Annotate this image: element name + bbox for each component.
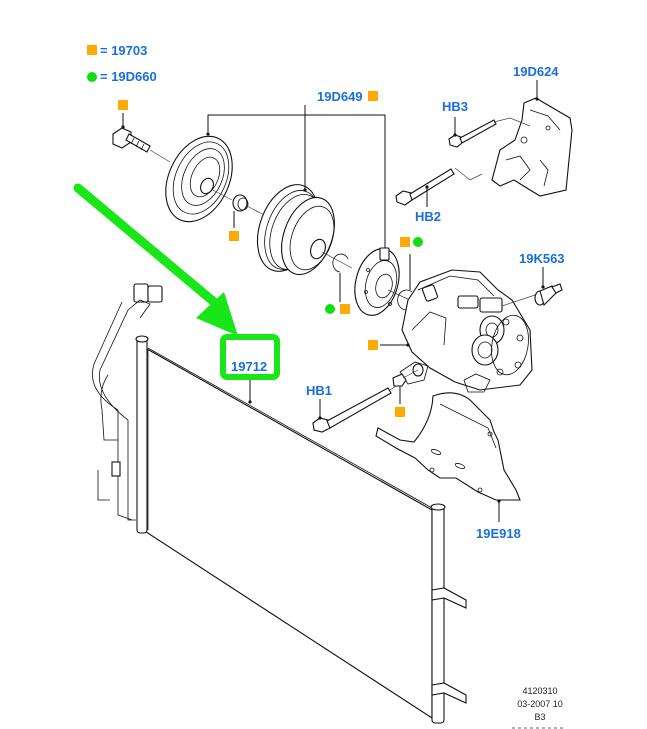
heat-shield-part[interactable] bbox=[375, 392, 521, 522]
condenser-part[interactable] bbox=[92, 283, 467, 724]
callout-HB2[interactable]: HB2 bbox=[415, 209, 441, 224]
highlight-box bbox=[220, 334, 280, 380]
callout-19E918[interactable]: 19E918 bbox=[476, 526, 521, 541]
clutch-hub-part[interactable] bbox=[348, 244, 411, 321]
clutch-assembly-leader bbox=[206, 105, 386, 248]
snap-ring-part[interactable] bbox=[332, 253, 349, 302]
callout-HB1[interactable]: HB1 bbox=[306, 383, 332, 398]
callout-19712[interactable]: 19712 bbox=[231, 359, 267, 374]
callout-19D624[interactable]: 19D624 bbox=[513, 64, 559, 79]
compressor-part[interactable] bbox=[380, 269, 539, 393]
mounting-bracket-part[interactable] bbox=[491, 80, 573, 197]
orange-square-icon bbox=[340, 304, 350, 314]
highlight-arrow-head bbox=[196, 292, 238, 336]
orange-square-icon bbox=[400, 237, 410, 247]
callout-19K563[interactable]: 19K563 bbox=[519, 251, 565, 266]
orange-square-icon bbox=[118, 100, 128, 110]
sleeve-part[interactable] bbox=[392, 369, 419, 404]
highlight-arrow-shaft bbox=[73, 183, 219, 307]
bolt-HB2-part[interactable] bbox=[395, 167, 483, 207]
orange-square-icon bbox=[368, 340, 378, 350]
orange-square-icon bbox=[368, 91, 378, 101]
bolt-HB1-part[interactable] bbox=[312, 385, 397, 433]
legend-19D660: = 19D660 bbox=[100, 69, 157, 84]
drawing-reference: 4120310 03-2007 10 B3 bbox=[512, 686, 566, 729]
pressure-switch-part[interactable] bbox=[534, 267, 563, 307]
orange-square-icon bbox=[87, 45, 97, 55]
legend-19703: = 19703 bbox=[100, 43, 147, 58]
legend: = 19703 = 19D660 bbox=[87, 43, 157, 84]
bolt-HB3-part[interactable] bbox=[448, 117, 497, 148]
drawing-date: 03-2007 10 bbox=[517, 699, 563, 709]
drawing-revision: B3 bbox=[534, 712, 545, 722]
green-circle-icon bbox=[325, 304, 335, 314]
snap-ring-right-part[interactable] bbox=[397, 254, 413, 311]
callout-19D649[interactable]: 19D649 bbox=[317, 89, 363, 104]
pulley-part[interactable] bbox=[246, 176, 353, 282]
drawing-number: 4120310 bbox=[522, 686, 557, 696]
orange-square-icon bbox=[395, 407, 405, 417]
highlight-annotation bbox=[73, 183, 280, 380]
green-circle-icon bbox=[413, 237, 423, 247]
clutch-bolt-part[interactable] bbox=[112, 113, 171, 163]
clutch-plate-part[interactable] bbox=[153, 126, 245, 233]
callout-HB3[interactable]: HB3 bbox=[442, 99, 468, 114]
green-circle-icon bbox=[87, 72, 97, 82]
orange-square-icon bbox=[229, 231, 239, 241]
